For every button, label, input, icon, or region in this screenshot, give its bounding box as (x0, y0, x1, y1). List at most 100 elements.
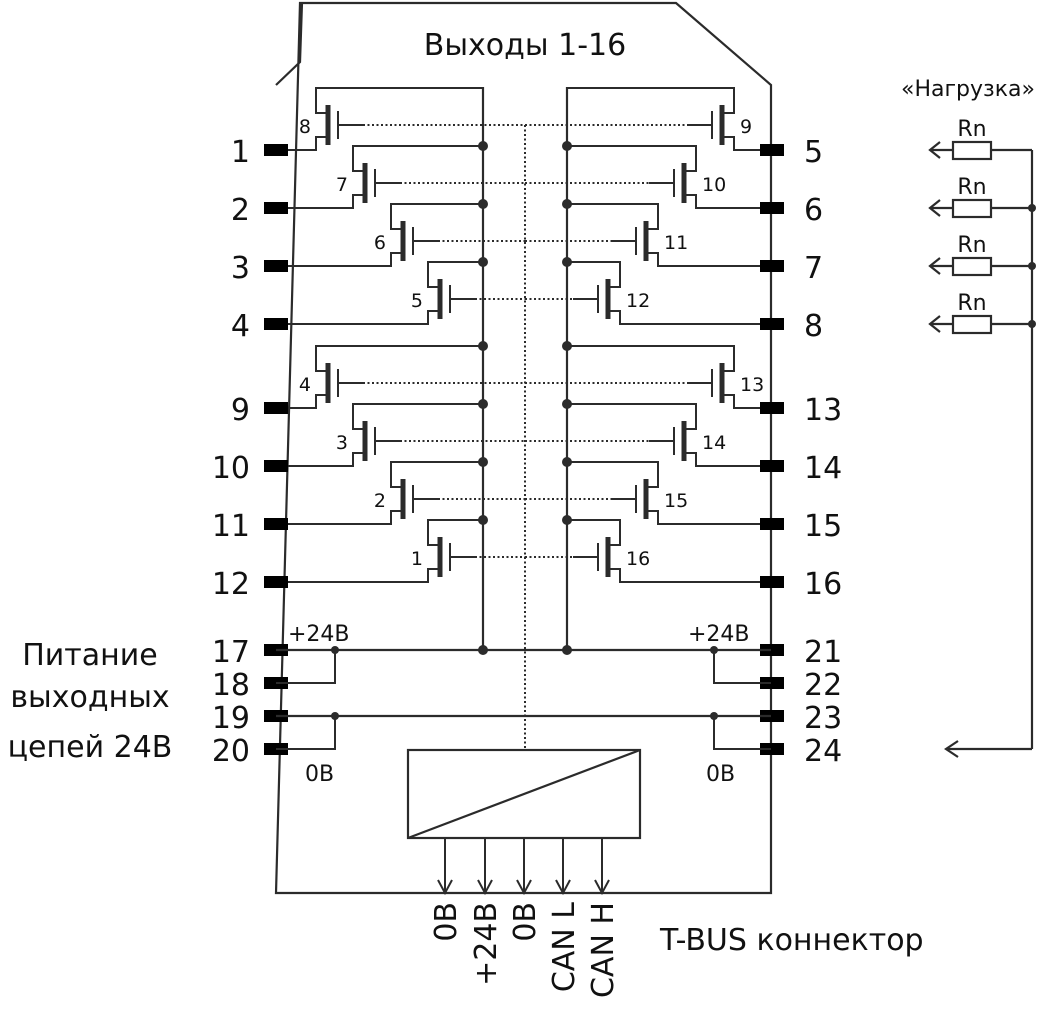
arrow-down-icon (437, 879, 453, 896)
left-terminal-label: 20 (212, 734, 250, 769)
transistor-label: 7 (336, 174, 348, 196)
bridge-19-20 (276, 716, 336, 750)
transistor-label: 9 (740, 116, 752, 138)
transistor-drain-wire (567, 461, 659, 488)
right-terminal-label: 15 (804, 509, 842, 544)
transistor-label: 12 (626, 290, 650, 312)
bridge-23-24 (713, 716, 771, 750)
left-terminal-12 (264, 576, 288, 588)
junction-dot (478, 199, 488, 209)
transistor-drain-wire (567, 519, 621, 546)
transistor-source-wire (276, 310, 440, 325)
arrow-down-icon (555, 879, 571, 896)
load-resistor (951, 314, 993, 335)
junction-dot (478, 257, 488, 267)
transistor-drain-wire (315, 345, 483, 372)
transistor-source-wire (276, 194, 365, 209)
right-terminal-label: 22 (804, 668, 842, 703)
transistor-label: 15 (664, 490, 688, 512)
right-terminal-label: 23 (804, 701, 842, 736)
right-terminal-24 (760, 743, 784, 755)
transistor-label: 1 (411, 548, 423, 570)
transistor-label: 2 (374, 490, 386, 512)
left-terminal-11 (264, 518, 288, 530)
right-terminal-23 (760, 710, 784, 722)
junction-dot (478, 457, 488, 467)
transistor-source-wire (684, 194, 771, 209)
tbus-signal-label: 0В (508, 902, 543, 942)
transistor-source-wire (276, 452, 365, 467)
left-terminal-label: 19 (212, 701, 250, 736)
right-terminal-7 (760, 260, 784, 272)
right-terminal-5 (760, 144, 784, 156)
bridge-21-22 (713, 650, 771, 684)
transistor-drain-wire (567, 145, 697, 172)
tbus-signal-label: 0В (429, 902, 464, 942)
transistor-source-wire (608, 310, 771, 325)
transistor-drain-wire (427, 261, 483, 288)
left-terminal-label: 4 (231, 309, 250, 344)
right-terminal-label: 14 (804, 451, 842, 486)
transistor-label: 16 (626, 548, 650, 570)
transistor-source-wire (276, 252, 403, 267)
right-terminal-8 (760, 318, 784, 330)
transistor-drain-wire (567, 87, 735, 114)
controller-diagonal (407, 748, 641, 840)
junction-dot (562, 341, 572, 351)
right-terminal-label: 13 (804, 393, 842, 428)
load-resistor-label: Rn (957, 117, 986, 142)
zero-label-right: 0В (706, 762, 735, 787)
junction-dot (331, 646, 339, 654)
right-terminal-label: 8 (804, 309, 823, 344)
transistor-source-wire (276, 568, 440, 583)
left-terminal-4 (264, 318, 288, 330)
right-terminal-label: 21 (804, 635, 842, 670)
transistor-drain-wire (352, 403, 483, 430)
transistor-source-wire (646, 510, 771, 525)
left-terminal-1 (264, 144, 288, 156)
junction-dot (562, 399, 572, 409)
right-terminal-label: 6 (804, 193, 823, 228)
right-terminal-label: 24 (804, 734, 842, 769)
right-terminal-label: 16 (804, 567, 842, 602)
left-terminal-label: 2 (231, 193, 250, 228)
load-resistor-label: Rn (957, 175, 986, 200)
junction-dot (562, 141, 572, 151)
right-terminal-13 (760, 402, 784, 414)
transistor-label: 3 (336, 432, 348, 454)
transistor-label: 14 (702, 432, 726, 454)
left-terminal-label: 1 (231, 135, 250, 170)
left-terminal-9 (264, 402, 288, 414)
arrow-down-icon (516, 879, 532, 896)
transistor-label: 13 (740, 374, 764, 396)
left-terminal-label: 12 (212, 567, 250, 602)
transistor-label: 11 (664, 232, 688, 254)
junction-dot (478, 141, 488, 151)
transistor-drain-wire (390, 203, 483, 230)
power-caption-line3: цепей 24В (8, 730, 173, 765)
junction-dot (710, 646, 718, 654)
module-title: Выходы 1-16 (424, 28, 626, 63)
transistor-source-wire (646, 252, 771, 267)
transistor-label: 4 (299, 374, 311, 396)
left-terminal-2 (264, 202, 288, 214)
left-terminal-10 (264, 460, 288, 472)
transistor-drain-wire (567, 203, 659, 230)
transistor-drain-wire (390, 461, 483, 488)
left-terminal-label: 9 (231, 393, 250, 428)
zero-label-left: 0В (305, 762, 334, 787)
transistor-drain-wire (352, 145, 483, 172)
junction-dot (331, 712, 339, 720)
bridge-17-18 (276, 650, 336, 684)
junction-dot (710, 712, 718, 720)
right-terminal-14 (760, 460, 784, 472)
load-resistor-label: Rn (957, 291, 986, 316)
junction-dot (562, 457, 572, 467)
transistor-source-wire (608, 568, 771, 583)
left-terminal-3 (264, 260, 288, 272)
transistor-drain-wire (427, 519, 483, 546)
transistor-drain-wire (315, 87, 483, 114)
transistor-source-wire (722, 136, 771, 151)
transistor-source-wire (276, 394, 328, 409)
